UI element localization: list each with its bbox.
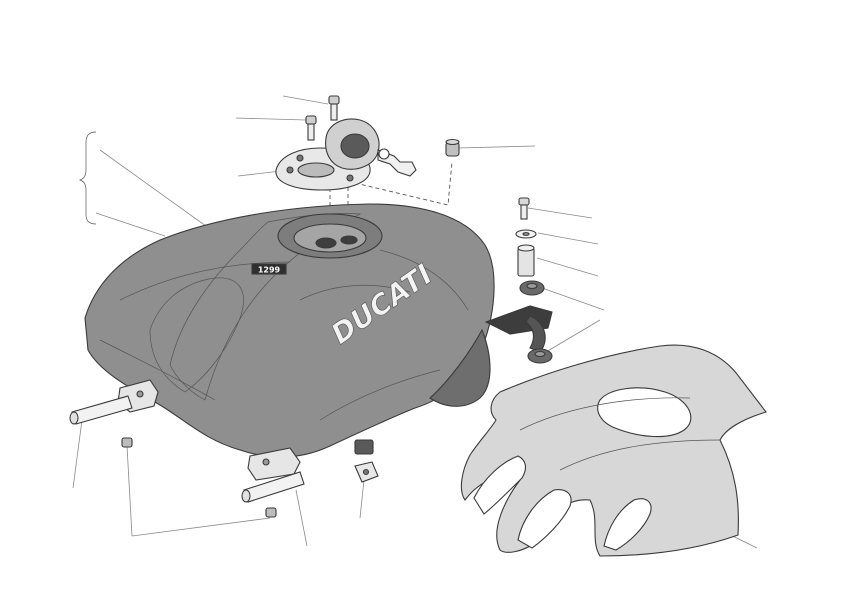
grommet-hole — [526, 282, 538, 290]
filler-neck-hole — [315, 237, 337, 249]
tank-rear-tab — [354, 439, 374, 455]
rubber-plug — [445, 138, 460, 157]
tank-rear-mount-arm-2 — [525, 315, 546, 353]
nut — [121, 437, 133, 448]
front-mount-pin-left — [69, 379, 159, 425]
clip-nut — [354, 461, 379, 483]
tank-cover-cutout-mid — [517, 489, 572, 549]
key-icon — [378, 148, 390, 160]
fuel-cap-assembly — [275, 118, 417, 191]
tank-cover-cutout-left — [473, 455, 527, 515]
front-mount-pin-right — [241, 447, 305, 503]
fuel-tank-knee-pad — [149, 277, 244, 393]
spacer — [517, 247, 535, 277]
flange-bolt-hole — [286, 166, 294, 174]
tank-cover — [460, 344, 767, 557]
screw-head-icon — [518, 197, 530, 206]
fuel-tank: 1299 DUCATI — [84, 203, 553, 458]
cap-screws — [305, 95, 340, 141]
grommet-lower-hole — [534, 350, 546, 358]
washer-hole — [522, 232, 530, 236]
cap-flange-hole — [297, 162, 335, 178]
fuel-cap-lock-face — [340, 133, 370, 159]
screw-head-icon — [328, 95, 340, 105]
tank-cover-cutout-right — [603, 498, 652, 551]
tank-cover-contour — [519, 397, 721, 471]
fuel-tank-stripe — [169, 213, 362, 401]
flange-bolt-hole-2 — [346, 174, 354, 182]
screw-shank — [520, 204, 528, 220]
spacer-top — [517, 244, 535, 252]
filler-neck-hole-2 — [340, 235, 358, 245]
nut — [265, 507, 277, 518]
tank-cover-opening — [597, 387, 692, 438]
flange-bolt-hole-3 — [296, 154, 304, 162]
screw-head-icon — [305, 115, 317, 125]
tank-contour-2 — [99, 339, 441, 421]
fuel-tank-lower-flank — [429, 328, 491, 407]
screw-shank — [307, 123, 315, 141]
group-bracket — [78, 131, 97, 225]
tank-contour — [119, 249, 469, 311]
nuts — [121, 437, 277, 518]
tank-emblem-text: 1299 — [258, 266, 281, 275]
rear-mount-stack — [515, 197, 553, 364]
screw-shank — [330, 103, 338, 121]
tank-emblem — [251, 263, 287, 275]
